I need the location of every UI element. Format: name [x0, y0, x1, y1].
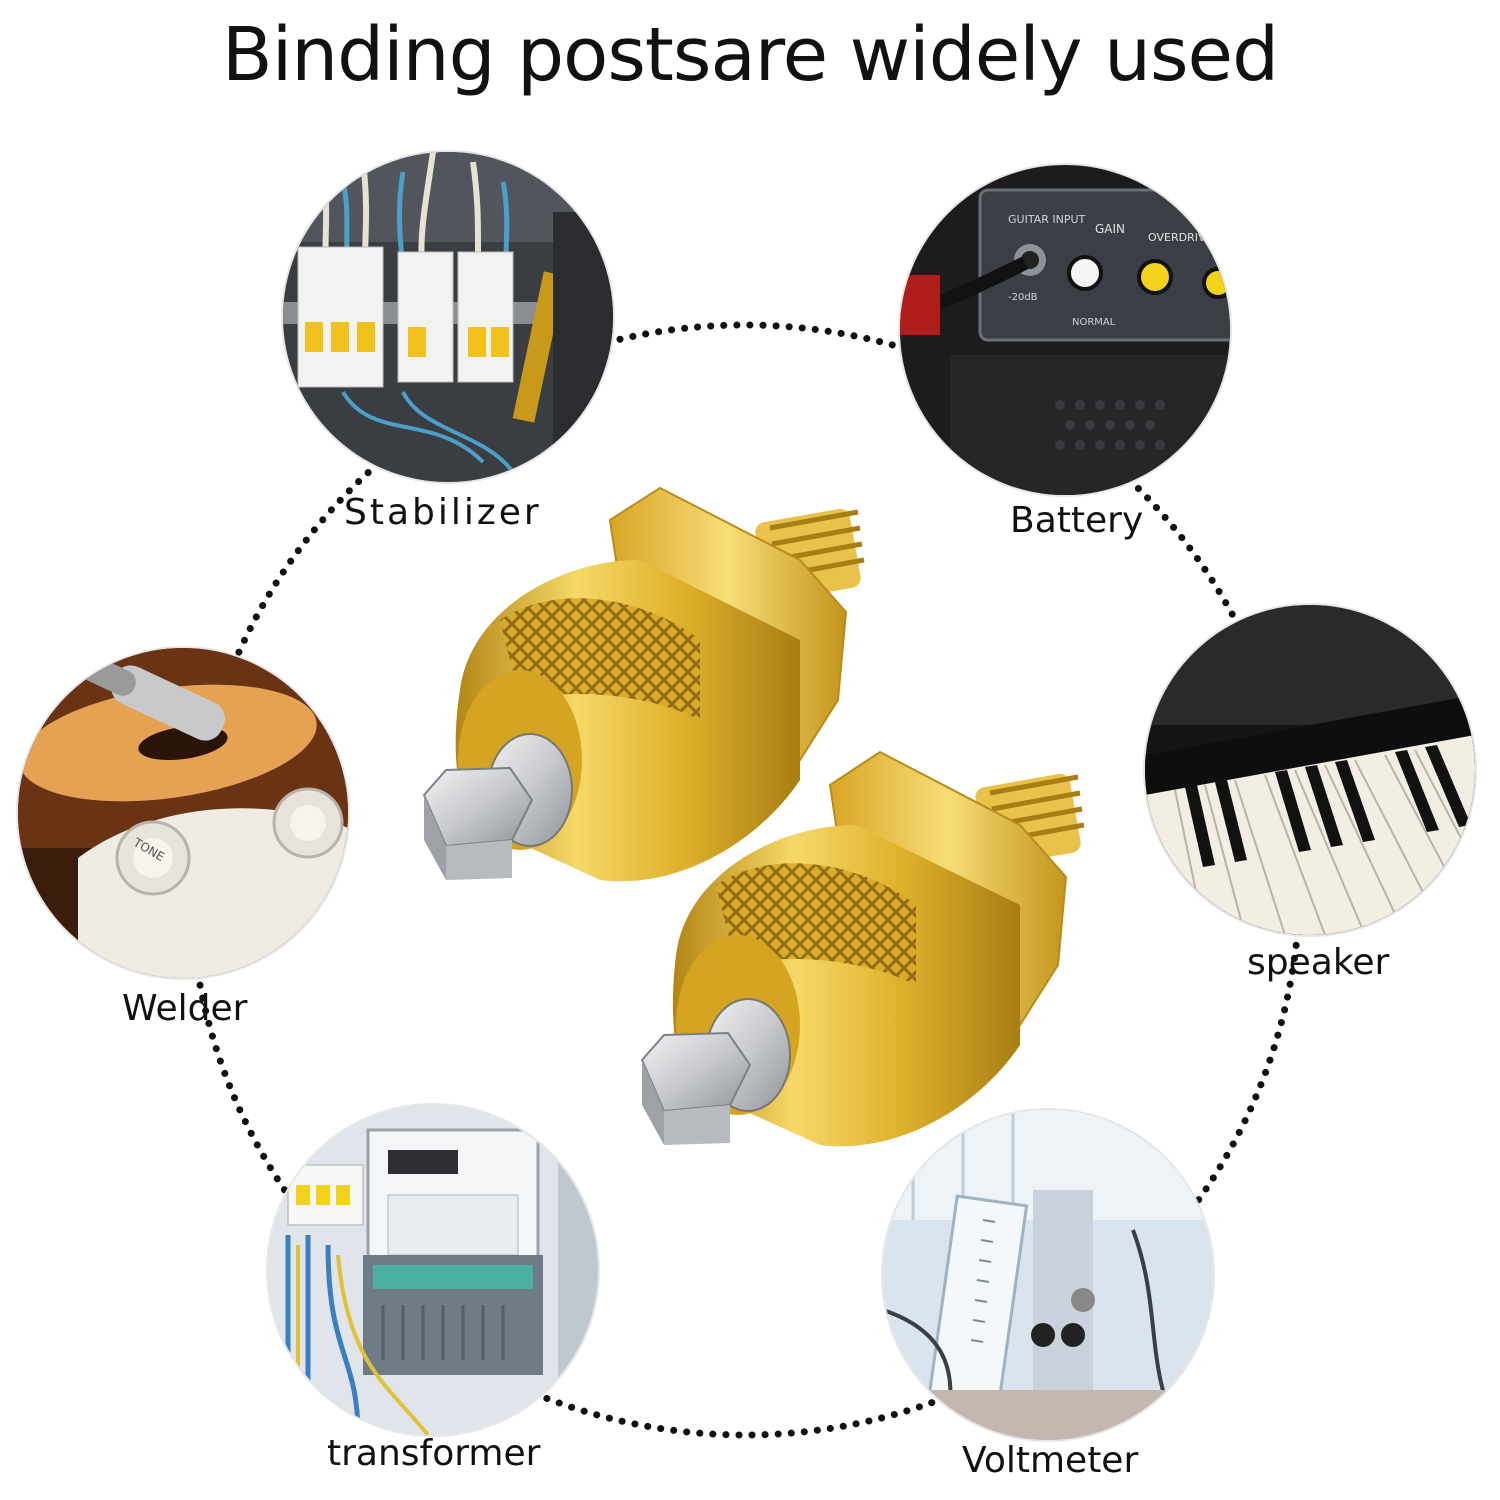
normal-text: NORMAL: [1072, 317, 1116, 328]
label-voltmeter: Voltmeter: [962, 1440, 1139, 1481]
gain-text: GAIN: [1095, 222, 1125, 236]
label-stabilizer: Stabilizer: [344, 492, 542, 533]
battery-photo: GUITAR INPUT GAIN OVERDRIVE -20dB NORMAL: [900, 165, 1230, 495]
speaker-photo: [1145, 605, 1475, 935]
stabilizer-photo: [283, 152, 613, 482]
label-welder: Welder: [122, 988, 248, 1029]
page-title: Binding postsare widely used: [221, 12, 1279, 98]
label-transformer: transformer: [327, 1433, 541, 1474]
voltmeter-photo: [883, 1110, 1213, 1440]
label-battery: Battery: [1010, 500, 1144, 541]
guitar-input-text: GUITAR INPUT: [1008, 213, 1086, 226]
label-speaker: speaker: [1247, 942, 1390, 983]
minus20db-text: -20dB: [1008, 292, 1038, 303]
transformer-photo: [268, 1105, 598, 1435]
overdrive-text: OVERDRIVE: [1148, 231, 1212, 244]
welder-photo: TONE: [18, 648, 348, 978]
